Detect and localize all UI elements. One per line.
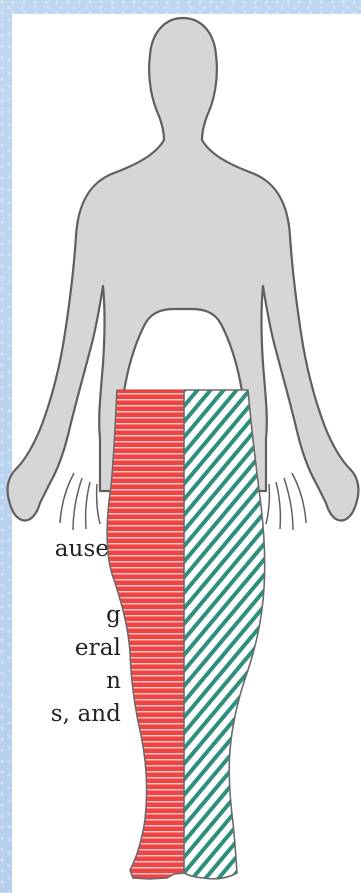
right-leg-shading <box>184 390 265 879</box>
